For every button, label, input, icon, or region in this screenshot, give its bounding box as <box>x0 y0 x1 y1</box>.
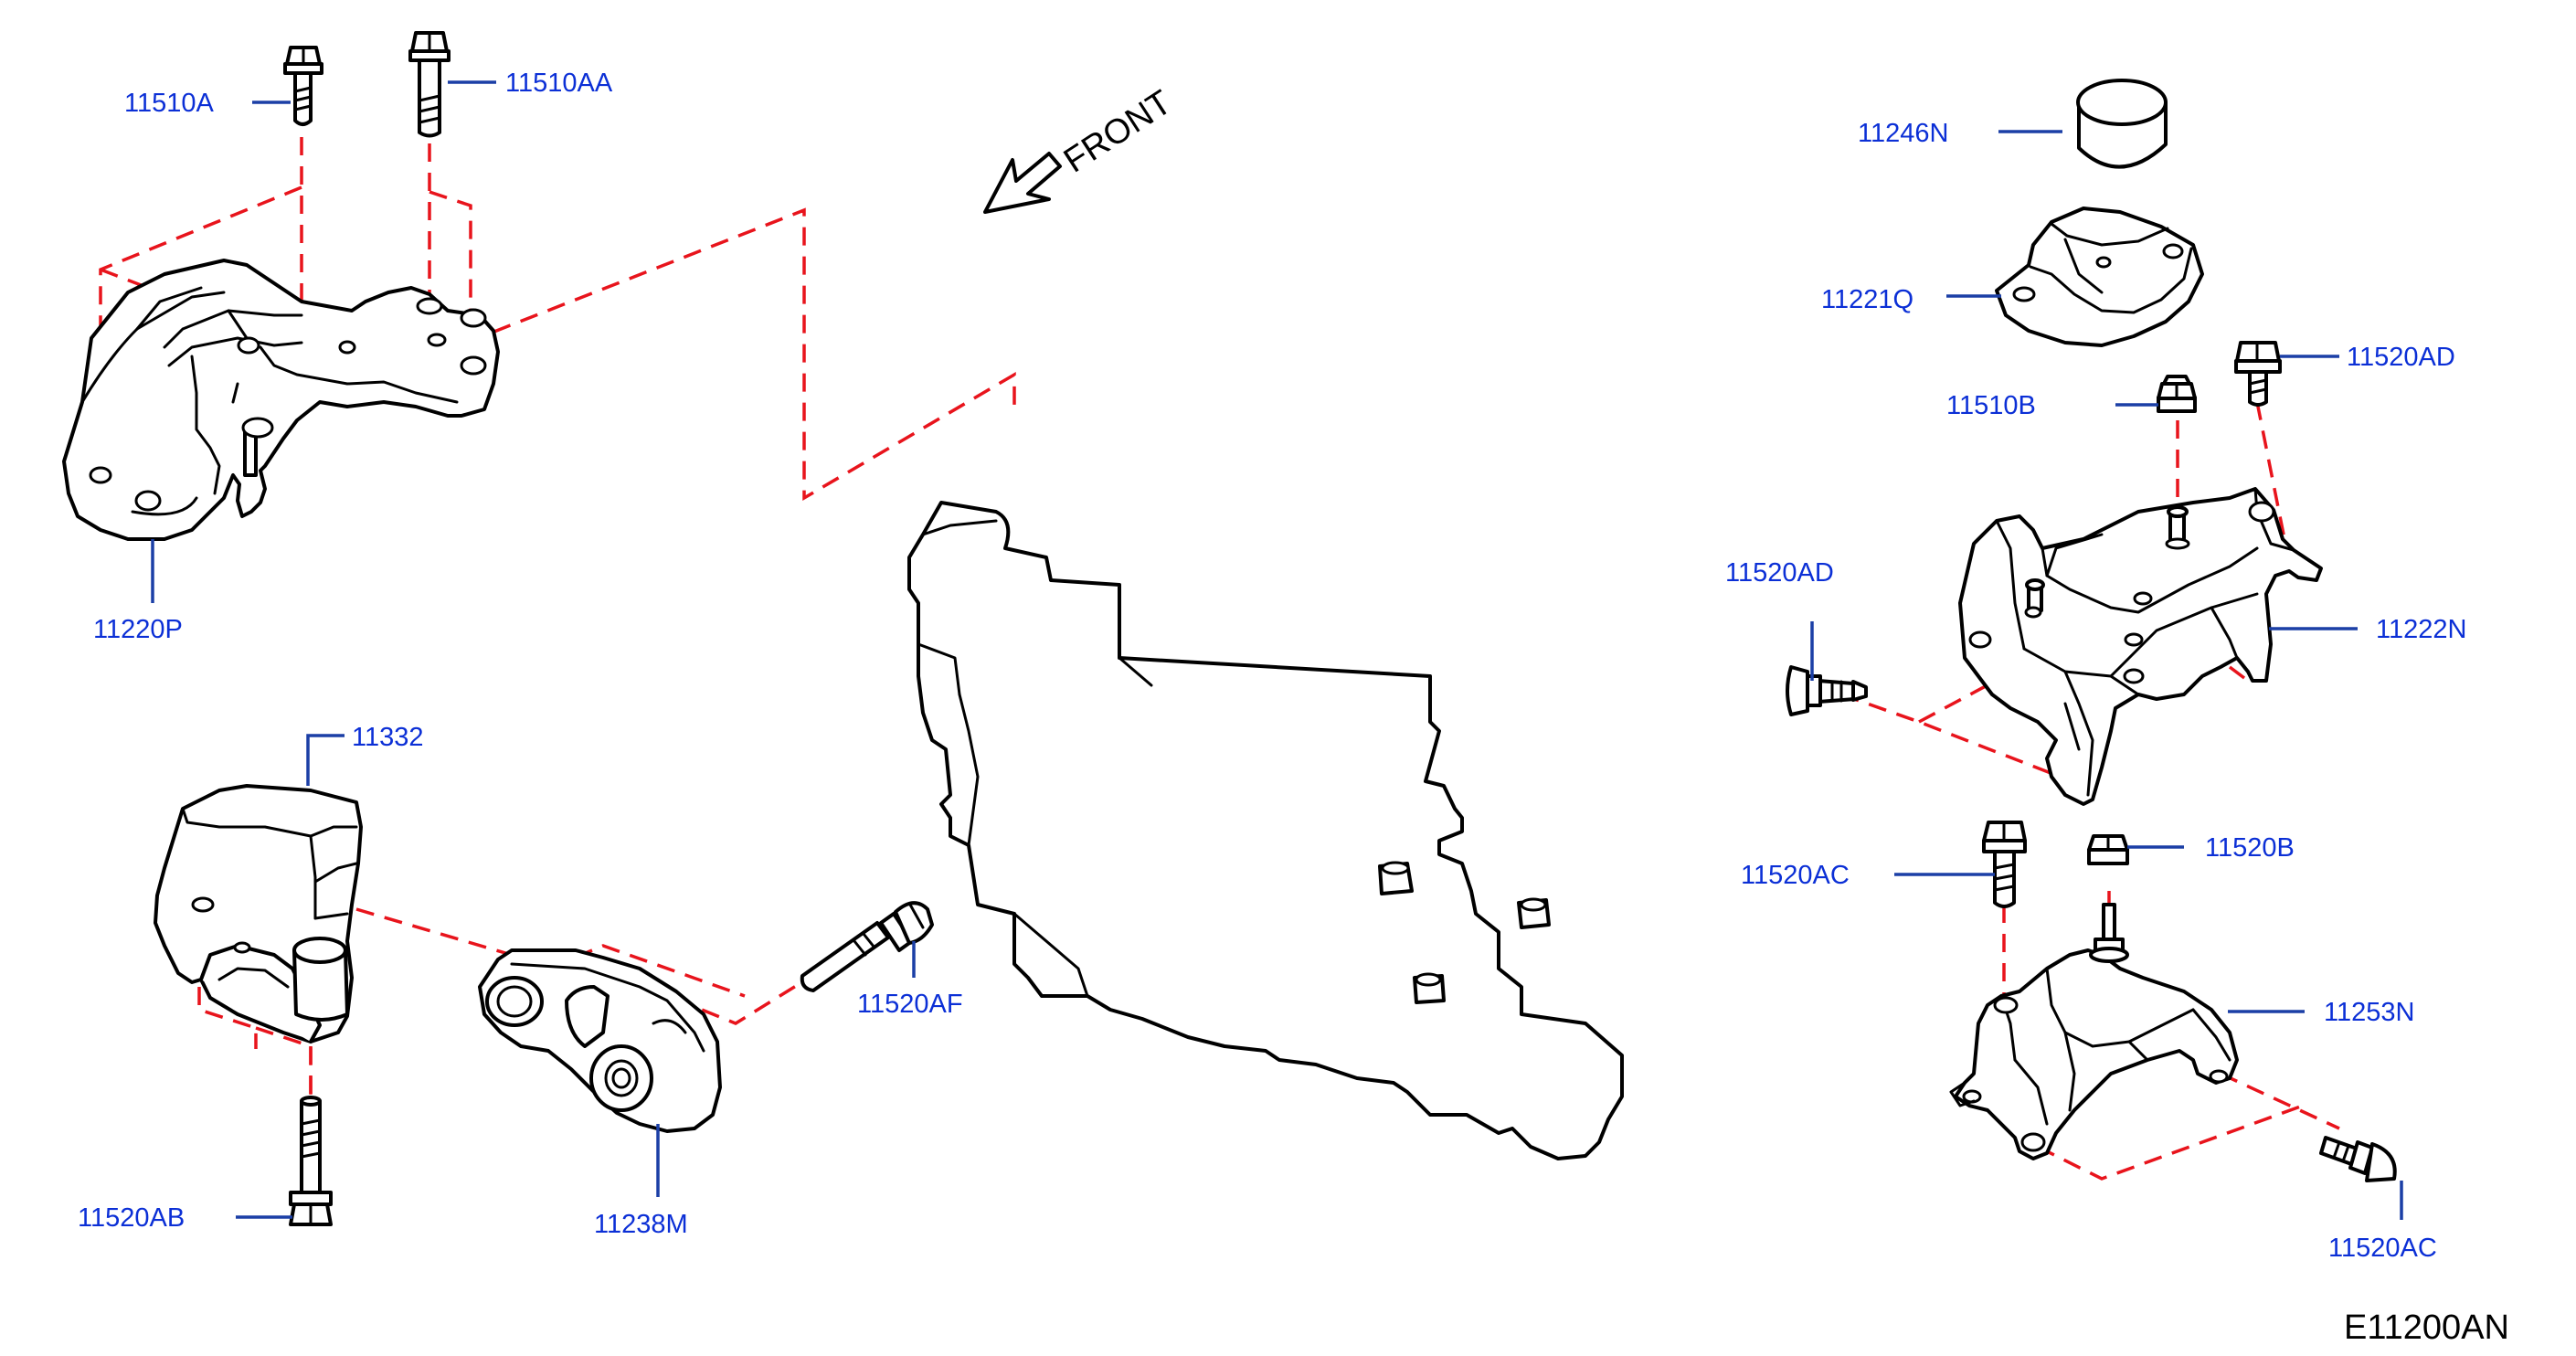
leader-lines <box>151 80 2403 1220</box>
front-direction-arrow: FRONT <box>983 83 1179 214</box>
part-label-11520b: 11520B <box>2205 833 2295 863</box>
part-label-11510b: 11510B <box>1946 391 2036 420</box>
part-label-11220p: 11220P <box>93 615 183 644</box>
part-label-11510a: 11510A <box>124 89 214 118</box>
bolt-11520ac-top <box>1982 821 2027 908</box>
bolt-11510aa <box>408 31 451 138</box>
part-label-11221q: 11221Q <box>1821 285 1913 314</box>
part-label-11246n: 11246N <box>1858 119 1948 148</box>
bolt-11520ac-bottom <box>2319 1136 2397 1182</box>
bolt-11510a <box>283 46 323 126</box>
front-label: FRONT <box>1057 83 1179 181</box>
part-label-11253n: 11253N <box>2324 998 2414 1027</box>
bolt-11520ad-top <box>2234 341 2282 407</box>
part-label-11332: 11332 <box>352 723 424 752</box>
nut-11520b <box>2087 834 2129 865</box>
bolt-11520af <box>800 901 934 992</box>
torque-rod-11238m <box>478 948 722 1133</box>
part-label-11520ad-top: 11520AD <box>2347 343 2455 372</box>
part-label-11510aa: 11510AA <box>505 69 613 98</box>
bolt-11520ad-left <box>1786 665 1868 716</box>
engine-mount-bracket-11253n <box>1949 903 2239 1160</box>
engine-mount-bracket-11222n <box>1958 487 2323 806</box>
engine-mount-bracket-11220p <box>62 259 500 541</box>
engine-mount-stud-a <box>1378 861 1414 895</box>
nut-11510b <box>2157 375 2197 413</box>
mount-insulator-11221q <box>1995 207 2204 347</box>
part-label-11520ab: 11520AB <box>78 1203 185 1233</box>
heat-shield-11332 <box>154 784 363 1043</box>
part-number-labels: 11510A 11510AA 11220P 11332 11238M 11520… <box>78 69 2466 1263</box>
part-label-11238m: 11238M <box>594 1210 688 1239</box>
engine-block-outline <box>907 501 1624 1160</box>
part-label-11520af: 11520AF <box>857 990 963 1019</box>
part-label-11520ad-left: 11520AD <box>1725 558 1834 588</box>
engine-mount-stud-c <box>1413 972 1446 1004</box>
bolt-11520ab <box>289 1096 333 1226</box>
part-label-11520ac-bottom: 11520AC <box>2328 1234 2437 1263</box>
engine-mount-stud-b <box>1517 897 1551 929</box>
part-label-11520ac-top: 11520AC <box>1741 861 1850 890</box>
part-label-11222n: 11222N <box>2376 615 2466 644</box>
diagram-code: E11200AN <box>2344 1308 2509 1347</box>
rubber-cap-11246n <box>2076 79 2168 169</box>
